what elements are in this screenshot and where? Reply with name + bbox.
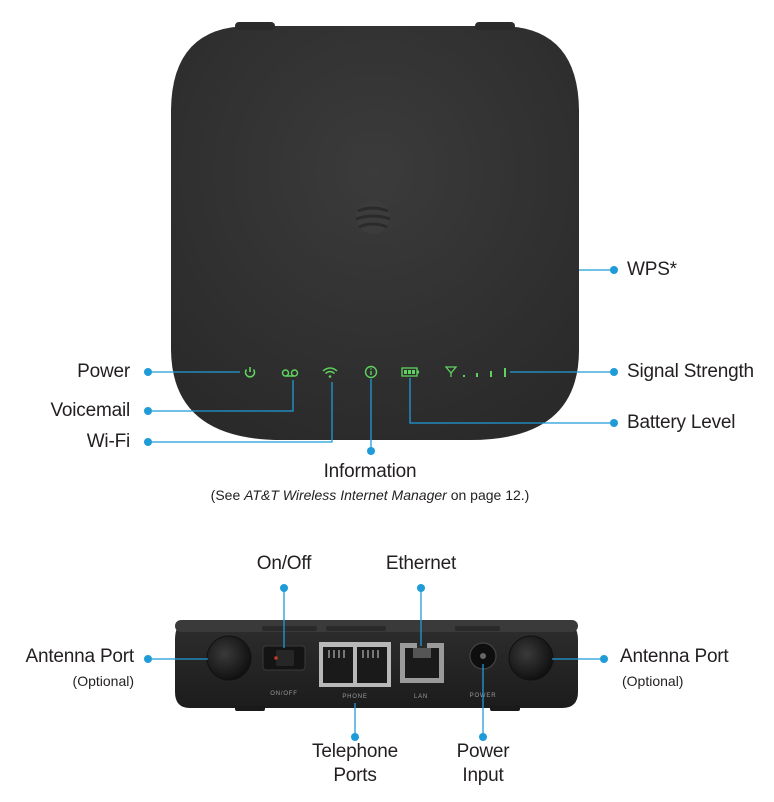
ethernet-port: [400, 643, 444, 683]
att-globe-icon: [355, 200, 391, 234]
telephone-ports: [319, 642, 391, 687]
on-off-port-caption: ON/OFF: [270, 691, 297, 697]
voicemail-led-icon: [281, 369, 299, 377]
back-callouts: [148, 588, 604, 736]
antenna-port-left-label: Antenna Port: [25, 646, 134, 667]
wps-label: WPS*: [627, 259, 677, 280]
power-led-icon: [244, 367, 256, 378]
on-off-label: On/Off: [256, 553, 312, 574]
battery-led-icon: [401, 367, 419, 377]
signal-strength-label: Signal Strength: [627, 361, 754, 382]
information-label: Information: [323, 461, 417, 482]
antenna-port-right-label: Antenna Port: [620, 646, 729, 667]
antenna-port-right-knob: [508, 635, 554, 681]
information-led-icon: [364, 365, 378, 379]
top-callout-dots: [144, 266, 618, 455]
antenna-port-right-note: (Optional): [622, 673, 684, 689]
phone-port-caption: PHONE: [342, 694, 367, 700]
telephone-ports-label-line1: Telephone: [312, 741, 398, 762]
power-input-label-line1: Power: [456, 741, 510, 762]
signal-strength-led-icon: [444, 366, 506, 377]
ethernet-label: Ethernet: [385, 553, 457, 574]
wifi-label: Wi-Fi: [86, 431, 131, 452]
voicemail-label: Voicemail: [50, 400, 130, 421]
power-label: Power: [77, 361, 130, 382]
battery-level-label: Battery Level: [627, 412, 736, 433]
power-input-label-line2: Input: [462, 765, 504, 786]
back-callout-dots: [144, 584, 608, 741]
on-off-switch: [262, 645, 306, 671]
antenna-port-left-knob: [206, 635, 252, 681]
top-callouts: [148, 269, 614, 449]
information-note: (See AT&T Wireless Internet Manager on p…: [210, 487, 530, 503]
lan-port-caption: LAN: [414, 694, 428, 700]
telephone-ports-label-line2: Ports: [333, 765, 377, 786]
antenna-port-left-note: (Optional): [72, 673, 134, 689]
power-input-jack: [469, 642, 497, 670]
wifi-led-icon: [322, 367, 338, 378]
